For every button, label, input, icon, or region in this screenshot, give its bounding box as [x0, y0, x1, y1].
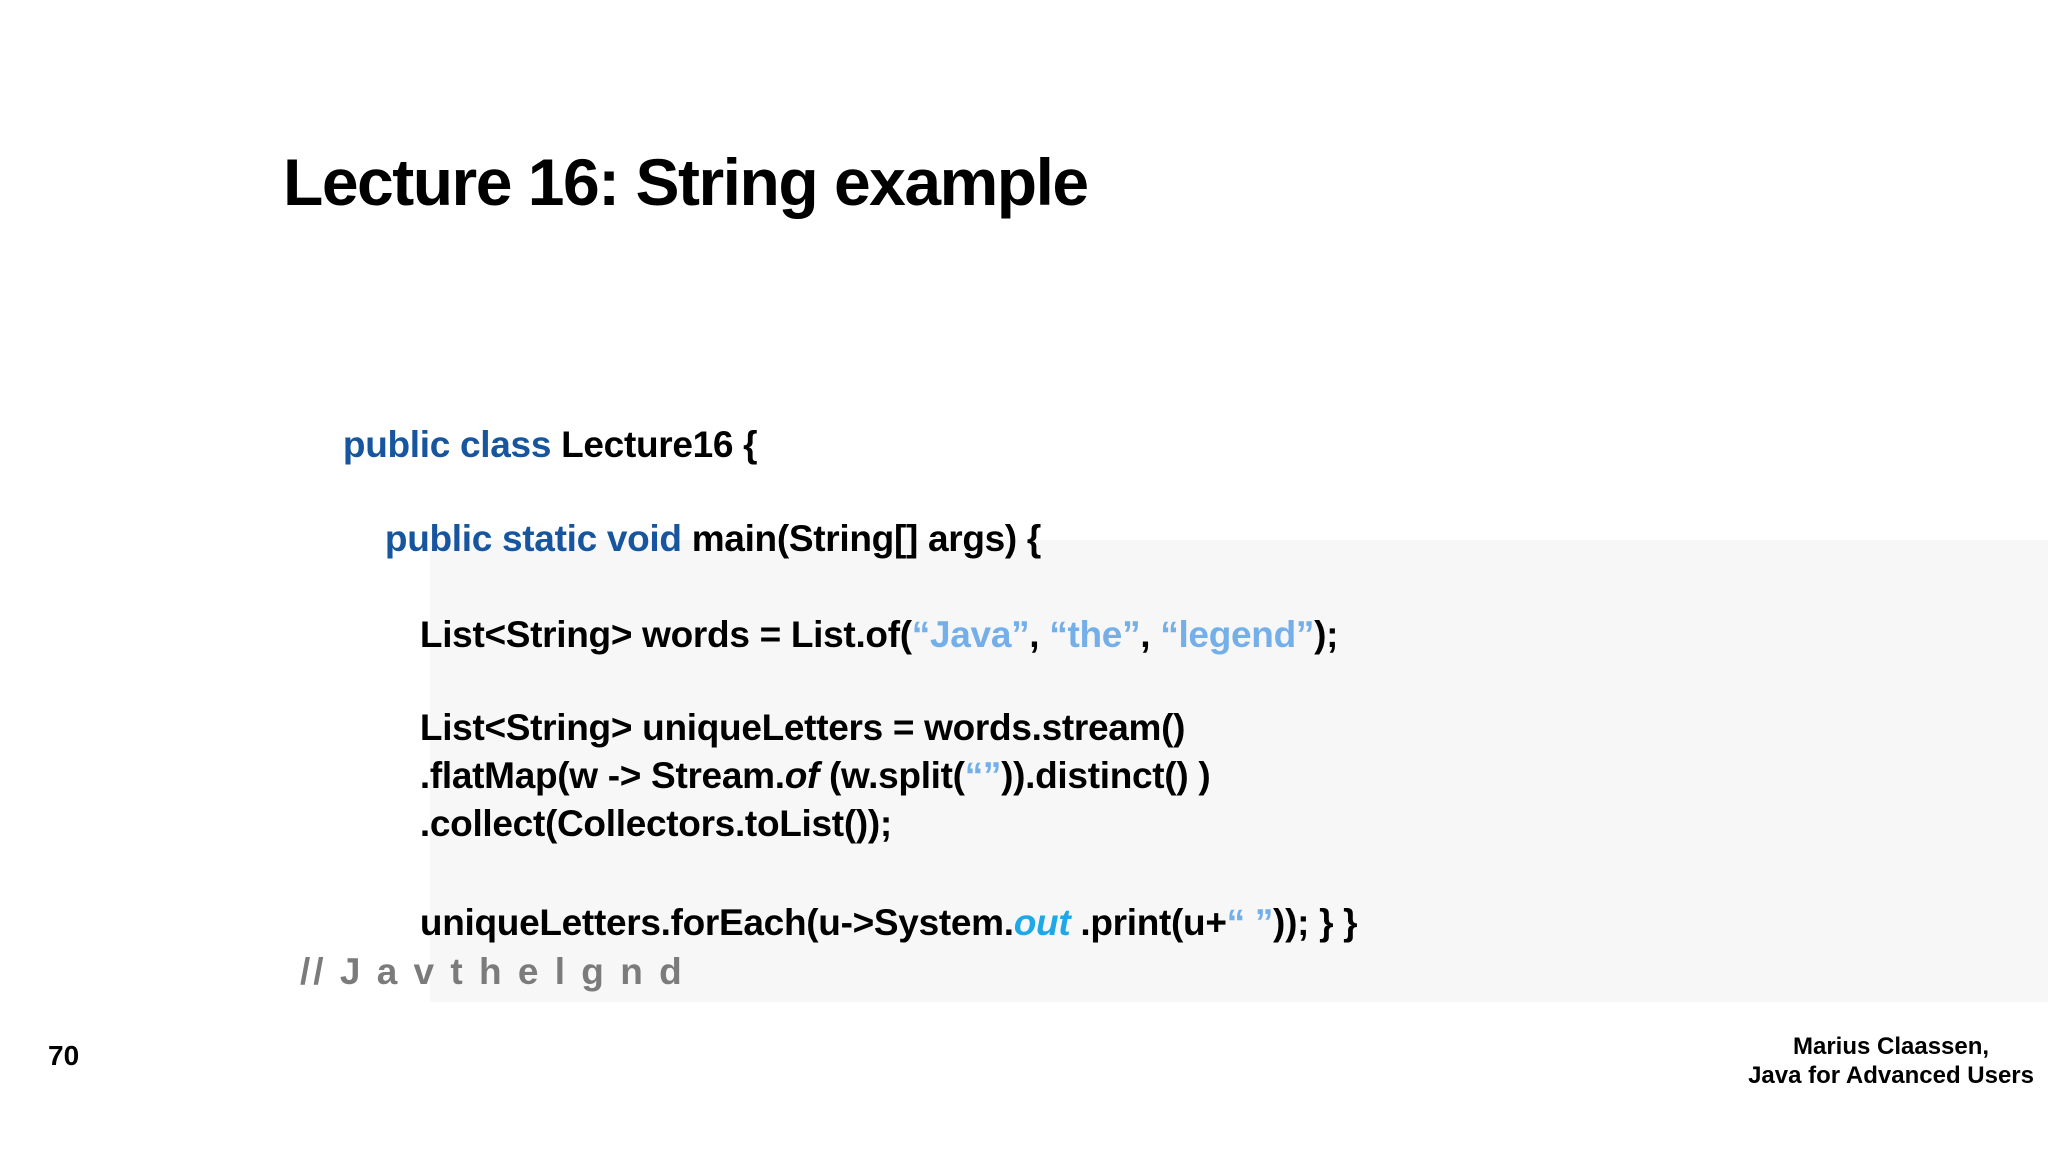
code-text: uniqueLetters.forEach(u->System. — [419, 902, 1014, 943]
code-text: Lecture16 { — [551, 424, 758, 465]
code-text: )); } } — [1273, 902, 1358, 943]
code-line-flatmap: .flatMap(w -> Stream.of (w.split(“”)).di… — [360, 713, 1211, 839]
keyword-public-class: public class — [342, 424, 552, 465]
code-comment-line: // J a v t h e l g n d — [300, 951, 685, 992]
code-line-class-declaration: public class Lecture16 { — [283, 382, 758, 508]
string-literal-legend: “legend” — [1160, 614, 1315, 655]
code-text: , — [1029, 614, 1050, 655]
code-text: List<String> uniqueLetters = words.strea… — [419, 707, 1186, 748]
code-line-collect: .collect(Collectors.toList()); — [360, 761, 892, 887]
code-text: ); — [1314, 614, 1339, 655]
code-text: .collect(Collectors.toList()); — [419, 803, 892, 844]
string-literal-empty: “” — [964, 755, 1002, 796]
code-text: List<String> words = List.of( — [419, 614, 912, 655]
attribution-author: Marius Claassen, — [1792, 1033, 1990, 1060]
code-text: .flatMap(w -> Stream. — [419, 755, 785, 796]
attribution-course: Java for Advanced Users — [1748, 1062, 2034, 1089]
code-text: , — [1140, 614, 1161, 655]
page-number: 70 — [48, 1040, 80, 1071]
code-line-main-declaration: public static void main(String[] args) { — [325, 476, 1041, 602]
string-literal-java: “Java” — [911, 614, 1030, 655]
code-text: )).distinct() ) — [1001, 755, 1211, 796]
attribution-footer: Marius Claassen, Java for Advanced Users — [1748, 1032, 2034, 1090]
keyword-public-static-void: public static void — [384, 518, 682, 559]
field-out-italic: out — [1013, 902, 1071, 943]
code-text: main(String[] args) { — [681, 518, 1042, 559]
code-text: (w.split( — [819, 755, 965, 796]
slide-title: Lecture 16: String example — [283, 145, 1089, 220]
code-background-tint — [430, 540, 2048, 1002]
code-line-foreach: uniqueLetters.forEach(u->System.out .pri… — [360, 860, 1358, 986]
code-text: .print(u+ — [1070, 902, 1227, 943]
string-literal-space: “ ” — [1226, 902, 1274, 943]
code-line-stream-declaration: List<String> uniqueLetters = words.strea… — [360, 665, 1186, 791]
code-line-words-declaration: List<String> words = List.of(“Java”, “th… — [360, 572, 1339, 698]
string-literal-the: “the” — [1049, 614, 1141, 655]
method-of-italic: of — [784, 755, 820, 796]
